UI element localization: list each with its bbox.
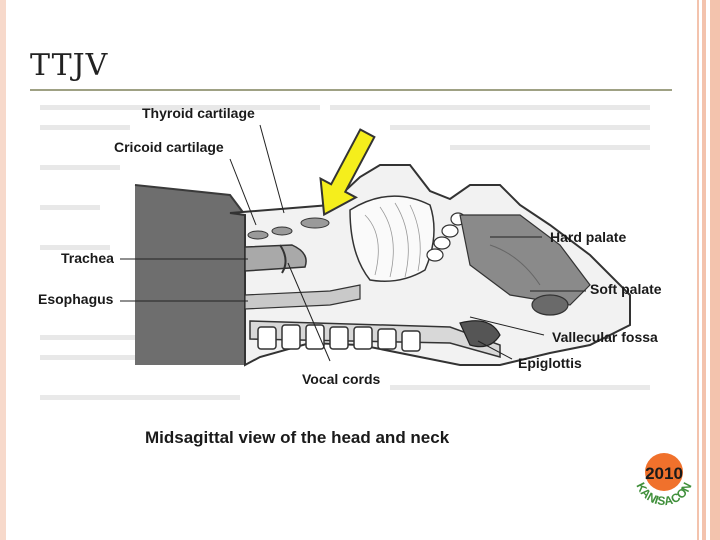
- label-epiglottis: Epiglottis: [518, 355, 582, 371]
- kanisacon-logo: 2010 KANISACON: [633, 453, 695, 508]
- epiglottis-shape: [459, 320, 501, 348]
- label-esophagus: Esophagus: [38, 291, 114, 307]
- anatomy-diagram: Thyroid cartilage Cricoid cartilage Trac…: [38, 105, 662, 400]
- label-hard-palate: Hard palate: [550, 229, 626, 245]
- slide-title: TTJV: [30, 48, 109, 83]
- pointer-arrow: [319, 128, 376, 217]
- title-rule: [30, 89, 672, 91]
- slide-left-border: [0, 0, 6, 540]
- badge-year: 2010: [645, 464, 683, 483]
- sinus: [531, 294, 569, 316]
- figure-caption: Midsagittal view of the head and neck: [145, 428, 450, 447]
- teeth: [426, 212, 466, 262]
- label-vallecular-fossa: Vallecular fossa: [552, 329, 658, 345]
- cartilage-rings: [247, 217, 330, 240]
- label-vocal-cords: Vocal cords: [302, 371, 381, 387]
- dark-block: [135, 185, 245, 365]
- label-trachea: Trachea: [61, 250, 114, 266]
- vertebrae: [249, 320, 501, 358]
- label-thyroid-cartilage: Thyroid cartilage: [142, 105, 255, 121]
- trachea-tube: [244, 244, 307, 272]
- slide-right-border: [692, 0, 720, 540]
- label-soft-palate: Soft palate: [590, 281, 662, 297]
- label-cricoid-cartilage: Cricoid cartilage: [114, 139, 224, 155]
- tongue: [349, 195, 435, 282]
